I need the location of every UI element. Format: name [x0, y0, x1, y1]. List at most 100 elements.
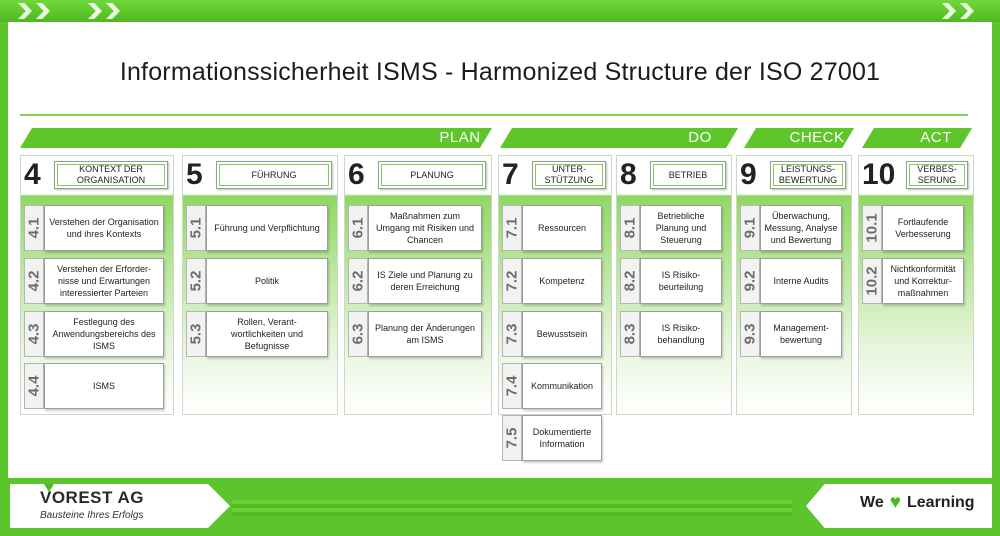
clause-item-box: IS Risiko-behandlung: [640, 311, 722, 357]
clause-item-number-tab: 6.1: [348, 205, 368, 251]
clause-number: 7: [502, 158, 519, 191]
clause-item-box: Fortlaufende Verbesserung: [882, 205, 964, 251]
clause-item-label: Dokumentierte Information: [532, 427, 592, 449]
clause-item[interactable]: 10.1 Fortlaufende Verbesserung: [862, 205, 964, 251]
clause-item-number-tab: 10.1: [862, 205, 882, 251]
footer-stripes: [232, 500, 792, 516]
clause-item-box: Verstehen der Erforder-nisse und Erwartu…: [44, 258, 164, 304]
clause-item-label: Interne Audits: [773, 276, 829, 286]
clause-item-label: Ressourcen: [537, 223, 587, 233]
clause-item-label: Nichtkonformität und Korrektur-maßnahmen: [890, 264, 956, 298]
clause-item-number: 4.2: [25, 270, 43, 292]
clause-item-label: Bewusstsein: [536, 329, 588, 339]
clause-item-label: Führung und Verpflichtung: [214, 223, 320, 233]
clause-item-label: Verstehen der Erforder-nisse und Erwartu…: [56, 264, 152, 298]
clause-item-box: Bewusstsein: [522, 311, 602, 357]
plan-phase-bar: [20, 128, 490, 148]
clause-item[interactable]: 5.2 Politik: [186, 258, 328, 304]
clause-item-box: Betriebliche Planung und Steuerung: [640, 205, 722, 251]
clause-item-box: Management-bewertung: [760, 311, 842, 357]
clause-item-number: 5.3: [187, 323, 205, 345]
clause-header-label: LEISTUNGS-BEWERTUNG: [778, 164, 838, 185]
clause-header[interactable]: KONTEXT DER ORGANISATION: [54, 161, 168, 189]
clause-header[interactable]: UNTER-STÜTZUNG: [532, 161, 606, 189]
clause-header[interactable]: VERBES-SERUNG: [906, 161, 968, 189]
clause-item-box: Kommunikation: [522, 363, 602, 409]
act-phase-label: ACT: [900, 128, 972, 148]
clause-item-number: 7.1: [503, 217, 521, 239]
clause-header-label: BETRIEB: [668, 169, 708, 180]
clause-item[interactable]: 5.1 Führung und Verpflichtung: [186, 205, 328, 251]
clause-item-box: Dokumentierte Information: [522, 415, 602, 461]
clause-header[interactable]: BETRIEB: [650, 161, 726, 189]
clause-item-number-tab: 9.3: [740, 311, 760, 357]
clause-item-number-tab: 6.2: [348, 258, 368, 304]
clause-item[interactable]: 7.2 Kompetenz: [502, 258, 602, 304]
clause-item-box: Überwachung, Messung, Analyse und Bewert…: [760, 205, 842, 251]
clause-item[interactable]: 9.2 Interne Audits: [740, 258, 842, 304]
clause-item[interactable]: 7.3 Bewusstsein: [502, 311, 602, 357]
clause-item-number: 10.2: [863, 266, 881, 296]
clause-header[interactable]: LEISTUNGS-BEWERTUNG: [770, 161, 846, 189]
clause-item-box: Planung der Änderungen am ISMS: [368, 311, 482, 357]
chevron-icon: [88, 3, 102, 19]
clause-item-box: IS Ziele und Planung zu deren Erreichung: [368, 258, 482, 304]
clause-item-number-tab: 4.4: [24, 363, 44, 409]
chevron-icon: [18, 3, 32, 19]
we-love-learning-text: We ♥ Learning: [860, 493, 975, 512]
clause-item-number-tab: 7.3: [502, 311, 522, 357]
clause-item-number: 7.5: [503, 427, 521, 449]
do-phase-label: DO: [662, 128, 738, 148]
clause-item-number-tab: 7.2: [502, 258, 522, 304]
clause-item-label: Planung der Änderungen am ISMS: [374, 323, 476, 345]
clause-item[interactable]: 6.3 Planung der Änderungen am ISMS: [348, 311, 482, 357]
company-logo[interactable]: [10, 484, 230, 528]
title-divider: [20, 114, 968, 116]
clause-item[interactable]: 6.2 IS Ziele und Planung zu deren Erreich…: [348, 258, 482, 304]
clause-item[interactable]: 10.2 Nichtkonformität und Korrektur-maßna…: [862, 258, 964, 304]
clause-item-number-tab: 4.1: [24, 205, 44, 251]
clause-item[interactable]: 7.1 Ressourcen: [502, 205, 602, 251]
clause-item-label: Fortlaufende Verbesserung: [895, 217, 951, 239]
clause-item-box: Ressourcen: [522, 205, 602, 251]
clause-item-number-tab: 6.3: [348, 311, 368, 357]
clause-item-label: Kompetenz: [539, 276, 585, 286]
clause-item-number-tab: 5.1: [186, 205, 206, 251]
clause-item-number: 7.2: [503, 270, 521, 292]
learning-text: Learning: [907, 494, 975, 511]
clause-item-box: Rollen, Verant-wortlichkeiten und Befugn…: [206, 311, 328, 357]
clause-item-number: 5.2: [187, 270, 205, 292]
clause-header-label: VERBES-SERUNG: [917, 164, 957, 185]
clause-item-number-tab: 5.3: [186, 311, 206, 357]
clause-item-number-tab: 10.2: [862, 258, 882, 304]
clause-item-number: 4.4: [25, 375, 43, 397]
clause-header[interactable]: FÜHRUNG: [216, 161, 332, 189]
clause-item-number: 9.2: [741, 270, 759, 292]
logo-mark-icon: [44, 484, 54, 492]
clause-item-label: Politik: [254, 276, 279, 286]
clause-item-number: 9.3: [741, 323, 759, 345]
clause-item-label: IS Risiko-behandlung: [657, 323, 705, 345]
clause-item-label: Rollen, Verant-wortlichkeiten und Befugn…: [230, 317, 304, 351]
clause-item[interactable]: 7.5 Dokumentierte Information: [502, 415, 602, 461]
clause-item[interactable]: 4.2 Verstehen der Erforder-nisse und Erwa…: [24, 258, 164, 304]
clause-header[interactable]: PLANUNG: [378, 161, 486, 189]
clause-item-number: 4.1: [25, 217, 43, 239]
clause-item[interactable]: 5.3 Rollen, Verant-wortlichkeiten und Bef…: [186, 311, 328, 357]
clause-item-box: ISMS: [44, 363, 164, 409]
clause-item-number-tab: 9.1: [740, 205, 760, 251]
clause-item-label: IS Ziele und Planung zu deren Erreichung: [377, 270, 473, 292]
clause-item-number-tab: 7.4: [502, 363, 522, 409]
clause-header-label: PLANUNG: [410, 169, 454, 180]
clause-item-label: Festlegung des Anwendungsbereichs des IS…: [52, 317, 156, 351]
